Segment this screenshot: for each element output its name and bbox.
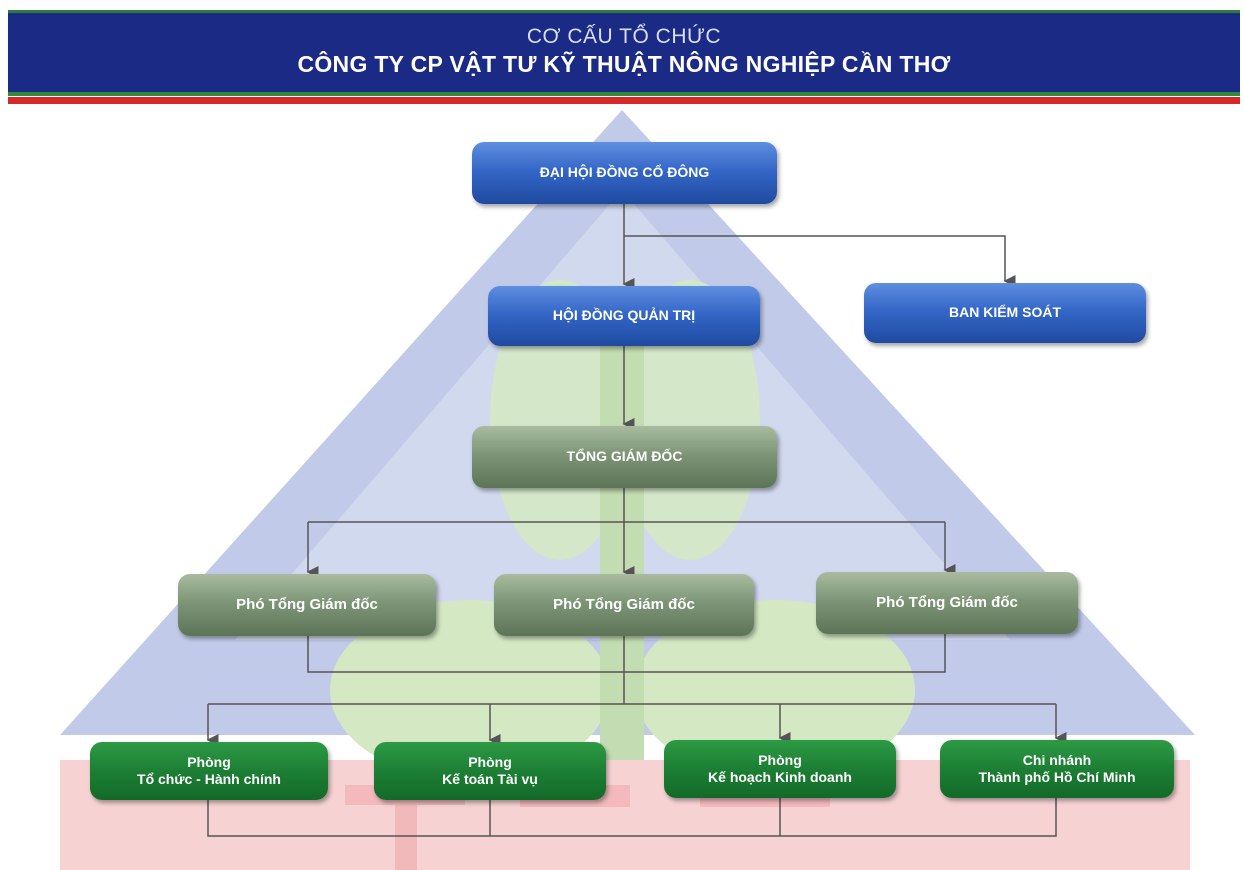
background-stem bbox=[600, 330, 644, 760]
node-branch-hcm-line2: Thành phố Hồ Chí Minh bbox=[978, 769, 1136, 785]
node-dept-admin: Phòng Tổ chức - Hành chính bbox=[90, 742, 328, 800]
header-title: CÔNG TY CP VẬT TƯ KỸ THUẬT NÔNG NGHIỆP C… bbox=[297, 51, 951, 77]
background-leaf-right bbox=[635, 600, 915, 780]
node-supervisory: BAN KIỂM SOÁT bbox=[864, 283, 1146, 343]
node-dept-business-line2: Kế hoạch Kinh doanh bbox=[708, 769, 852, 785]
node-board-label: HỘI ĐỒNG QUẢN TRỊ bbox=[552, 307, 696, 324]
connector-to-supervisory bbox=[624, 235, 1016, 287]
header-stripe bbox=[8, 92, 1240, 104]
node-deputy-1-label: Phó Tổng Giám đốc bbox=[236, 595, 378, 613]
node-supervisory-label: BAN KIỂM SOÁT bbox=[949, 304, 1061, 321]
node-ceo-label: TỔNG GIÁM ĐỐC bbox=[566, 448, 683, 465]
background-leaf-top-right bbox=[620, 280, 760, 560]
node-dept-business-line1: Phòng bbox=[758, 751, 802, 768]
node-dept-accounting-line1: Phòng bbox=[468, 753, 512, 770]
node-ceo: TỔNG GIÁM ĐỐC bbox=[472, 426, 777, 488]
header-subtitle: CƠ CẤU TỔ CHỨC bbox=[526, 25, 722, 48]
node-branch-hcm-line1: Chi nhánh bbox=[1022, 751, 1092, 768]
background-letter-t-stem bbox=[395, 785, 417, 870]
background-leaf-top-left bbox=[490, 280, 630, 560]
node-deputy-2-label: Phó Tổng Giám đốc bbox=[553, 595, 695, 613]
node-board: HỘI ĐỒNG QUẢN TRỊ bbox=[488, 286, 760, 346]
header-banner: CƠ CẤU TỔ CHỨC CÔNG TY CP VẬT TƯ KỸ THUẬ… bbox=[8, 10, 1240, 92]
node-deputy-3: Phó Tổng Giám đốc bbox=[816, 572, 1078, 634]
node-dept-business: Phòng Kế hoạch Kinh doanh bbox=[664, 740, 896, 798]
connector-dept-bottom bbox=[207, 798, 1057, 837]
node-dept-accounting: Phòng Kế toán Tài vụ bbox=[374, 742, 606, 800]
background-leaf-left bbox=[330, 600, 610, 780]
node-dept-accounting-line2: Kế toán Tài vụ bbox=[442, 771, 538, 787]
node-shareholders: ĐẠI HỘI ĐỒNG CỔ ĐÔNG bbox=[472, 142, 777, 204]
node-deputy-2: Phó Tổng Giám đốc bbox=[494, 574, 754, 636]
node-dept-admin-line2: Tổ chức - Hành chính bbox=[137, 771, 281, 787]
node-branch-hcm: Chi nhánh Thành phố Hồ Chí Minh bbox=[940, 740, 1174, 798]
node-dept-admin-line1: Phòng bbox=[187, 753, 231, 770]
node-deputy-3-label: Phó Tổng Giám đốc bbox=[876, 593, 1018, 611]
node-deputy-1: Phó Tổng Giám đốc bbox=[178, 574, 436, 636]
node-shareholders-label: ĐẠI HỘI ĐỒNG CỔ ĐÔNG bbox=[539, 164, 710, 181]
connector-deputies-bottom bbox=[307, 634, 946, 673]
